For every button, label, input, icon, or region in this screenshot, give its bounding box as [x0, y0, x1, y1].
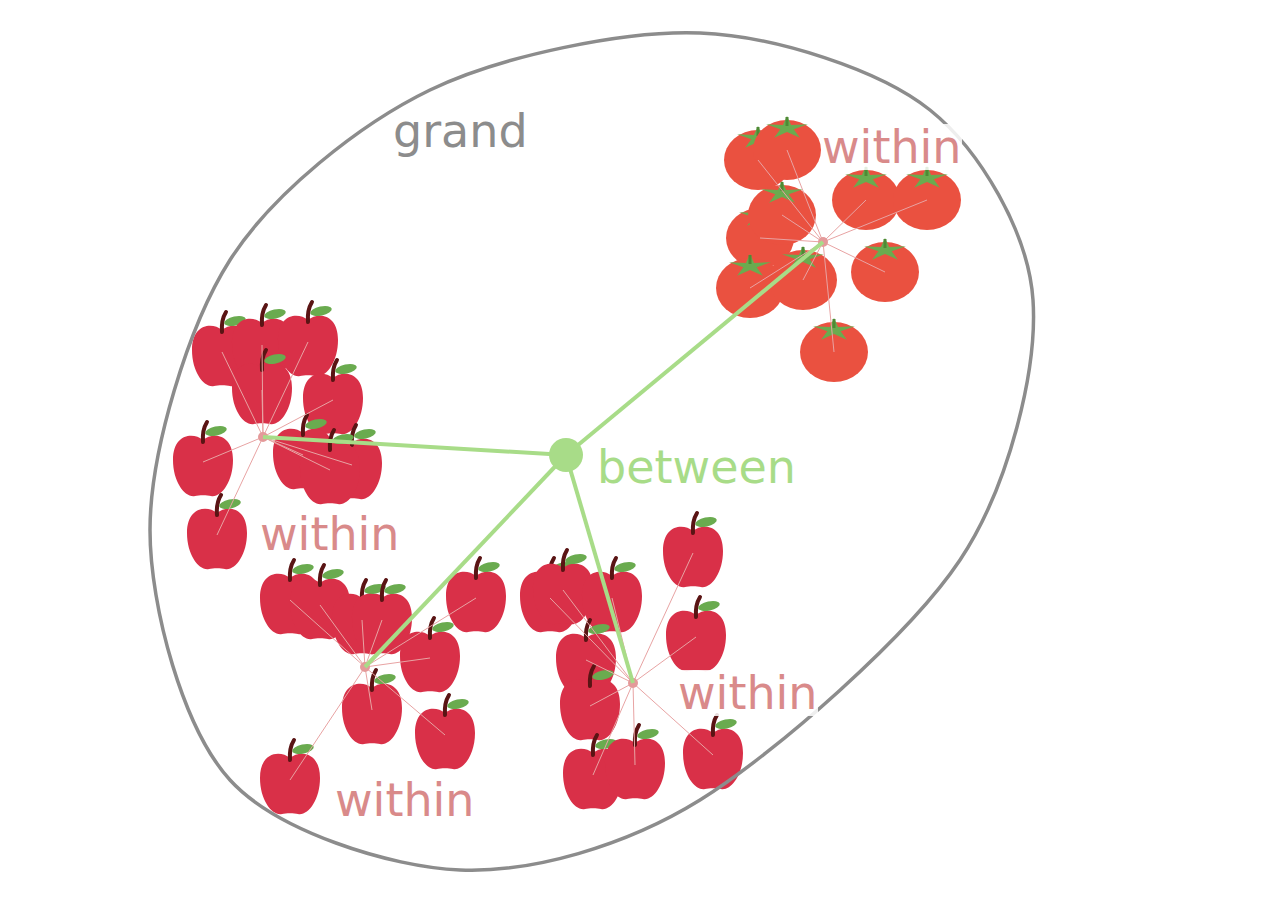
within-spoke	[262, 390, 263, 437]
apple	[663, 513, 723, 587]
within-spoke	[758, 160, 823, 242]
between-line	[365, 455, 566, 667]
set-label: grand	[393, 108, 528, 154]
within-spoke	[823, 242, 834, 352]
apple	[560, 666, 620, 740]
apple	[187, 495, 247, 569]
apple	[400, 618, 460, 692]
within-spoke	[320, 605, 365, 667]
apple	[446, 558, 506, 632]
between-line	[566, 242, 823, 455]
within-spoke	[365, 667, 372, 710]
within-spoke	[823, 242, 885, 272]
within-spoke	[263, 342, 308, 437]
within-spoke	[217, 437, 263, 535]
within-spoke	[823, 200, 866, 242]
apple	[278, 302, 338, 376]
within-spoke	[203, 437, 263, 462]
within-spoke	[787, 150, 823, 242]
between-label: between	[597, 444, 796, 490]
within-label: within	[335, 777, 475, 823]
apple	[666, 597, 726, 671]
within-spoke	[263, 400, 333, 437]
grand-ellipse	[150, 33, 1033, 870]
within-spoke	[633, 553, 693, 683]
tomato	[893, 166, 961, 230]
within-label: within	[678, 670, 818, 716]
within-spoke	[782, 215, 823, 242]
within-spoke	[593, 683, 633, 775]
within-spoke	[290, 600, 365, 667]
within-spoke	[262, 345, 263, 437]
within-spoke	[760, 238, 823, 242]
within-spoke	[290, 667, 365, 780]
within-spoke	[222, 352, 263, 437]
apple	[173, 422, 233, 496]
apple	[303, 360, 363, 434]
tomato	[851, 238, 919, 302]
within-spoke	[590, 683, 633, 706]
within-label: within	[822, 124, 962, 170]
within-label: within	[260, 511, 400, 557]
apple	[260, 740, 320, 814]
within-spoke	[563, 590, 633, 683]
tomato	[832, 166, 900, 230]
tomato	[753, 116, 821, 180]
within-spoke	[365, 667, 445, 735]
within-spoke	[633, 683, 635, 765]
grand-mean	[549, 438, 583, 472]
within-spoke	[362, 620, 365, 667]
within-spoke	[823, 200, 927, 242]
apple	[415, 695, 475, 769]
between-line	[263, 437, 566, 455]
